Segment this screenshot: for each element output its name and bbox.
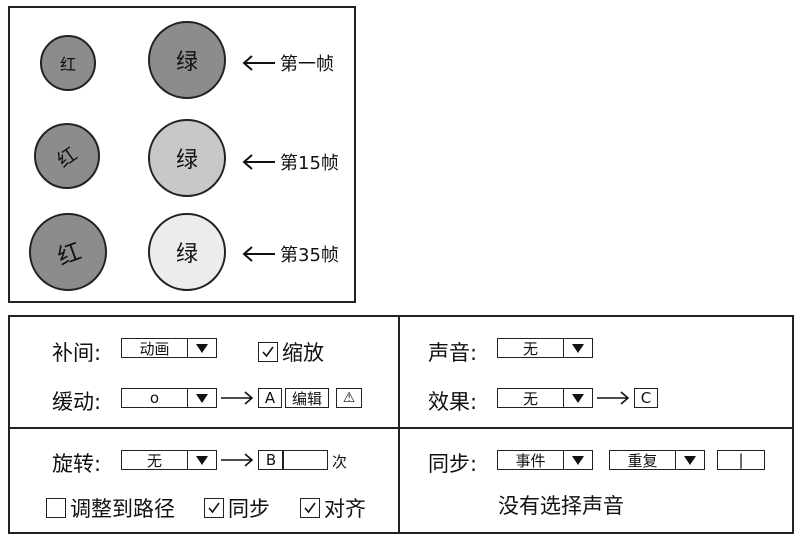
green-circle-frame35: 绿	[148, 213, 226, 291]
checkbox-box[interactable]	[46, 498, 66, 518]
ease-label: 缓动:	[52, 390, 102, 414]
right-arrow-icon	[221, 391, 254, 405]
checkmark-icon	[304, 502, 316, 514]
dropdown-arrow-icon[interactable]	[563, 389, 592, 407]
tween-select[interactable]: 动画	[121, 338, 217, 358]
frame-label-15: 第15帧	[242, 149, 339, 175]
sync-repeat-select[interactable]: 重复	[609, 450, 705, 470]
green-circle-label: 绿	[175, 148, 198, 173]
frame-text: 第35帧	[280, 245, 339, 266]
right-arrow-icon	[597, 391, 630, 405]
edit-button[interactable]: 编辑	[285, 388, 329, 408]
warning-icon[interactable]: ⚠	[336, 388, 362, 408]
green-circle-frame15: 绿	[148, 119, 226, 197]
checkbox-box[interactable]	[300, 498, 320, 518]
dropdown-arrow-icon[interactable]	[563, 339, 592, 357]
dropdown-arrow-icon[interactable]	[563, 451, 592, 469]
effect-select[interactable]: 无	[497, 388, 593, 408]
checkmark-icon	[208, 502, 220, 514]
dropdown-arrow-icon[interactable]	[187, 339, 216, 357]
panel-divider-horizontal	[10, 427, 792, 429]
rotate-label: 旋转:	[52, 452, 102, 476]
red-circle-frame15: 红	[34, 123, 100, 189]
effect-select-value: 无	[522, 389, 538, 408]
snap-label: 对齐	[324, 497, 366, 521]
times-label: 次	[332, 453, 348, 471]
sound-select-value: 无	[522, 339, 538, 358]
sound-label: 声音:	[428, 341, 478, 365]
no-sound-selected-text: 没有选择声音	[498, 494, 624, 518]
red-circle-frame35: 红	[29, 213, 107, 291]
left-arrow-icon	[242, 246, 275, 262]
frame-text: 第一帧	[280, 54, 334, 75]
tween-label: 补间:	[52, 341, 102, 365]
sync-event-value: 事件	[515, 451, 546, 470]
rotate-box-b[interactable]: B	[258, 450, 284, 470]
ease-select[interactable]: o	[121, 388, 217, 408]
stage: 红 绿 第一帧 红 绿 第15帧 红 绿 第35帧	[8, 6, 356, 303]
sync-checkbox[interactable]: 同步	[204, 493, 270, 523]
scale-checkbox[interactable]: 缩放	[258, 337, 324, 367]
frame-label-1: 第一帧	[242, 50, 334, 76]
ease-select-value: o	[149, 389, 160, 407]
property-panel: 补间: 动画 缩放 缓动: o A 编辑 ⚠ 旋转: 无 B 次 调整到路径	[8, 315, 794, 534]
dropdown-arrow-icon[interactable]	[675, 451, 704, 469]
red-circle-frame1: 红	[40, 35, 96, 91]
snap-checkbox[interactable]: 对齐	[300, 493, 366, 523]
ease-box-a[interactable]: A	[258, 388, 282, 408]
green-circle-label: 绿	[175, 242, 198, 267]
sync-repeat-value: 重复	[627, 451, 658, 470]
panel-divider-vertical	[398, 317, 400, 532]
scale-label: 缩放	[282, 341, 324, 365]
rotate-select-value: 无	[146, 451, 162, 470]
repeat-count-input[interactable]: |	[717, 450, 765, 470]
right-arrow-icon	[221, 453, 254, 467]
green-circle-frame1: 绿	[148, 21, 226, 99]
green-circle-label: 绿	[175, 50, 198, 75]
frame-text: 第15帧	[280, 153, 339, 174]
checkmark-icon	[262, 346, 274, 358]
rotate-count-input[interactable]	[282, 450, 328, 470]
dropdown-arrow-icon[interactable]	[187, 389, 216, 407]
sync-event-select[interactable]: 事件	[497, 450, 593, 470]
left-arrow-icon	[242, 154, 275, 170]
dropdown-arrow-icon[interactable]	[187, 451, 216, 469]
checkbox-box[interactable]	[258, 342, 278, 362]
sound-sync-label: 同步:	[428, 452, 478, 476]
red-circle-label: 红	[59, 55, 76, 74]
rotate-select[interactable]: 无	[121, 450, 217, 470]
tween-select-value: 动画	[139, 339, 170, 358]
frame-label-35: 第35帧	[242, 241, 339, 267]
effect-label: 效果:	[428, 390, 478, 414]
sync-label: 同步	[228, 497, 270, 521]
orient-to-path-checkbox[interactable]: 调整到路径	[46, 493, 175, 523]
checkbox-box[interactable]	[204, 498, 224, 518]
red-circle-label: 红	[53, 142, 82, 172]
orient-to-path-label: 调整到路径	[70, 497, 175, 521]
sound-select[interactable]: 无	[497, 338, 593, 358]
effect-box-c[interactable]: C	[634, 388, 658, 408]
left-arrow-icon	[242, 55, 275, 71]
red-circle-label: 红	[53, 238, 85, 271]
